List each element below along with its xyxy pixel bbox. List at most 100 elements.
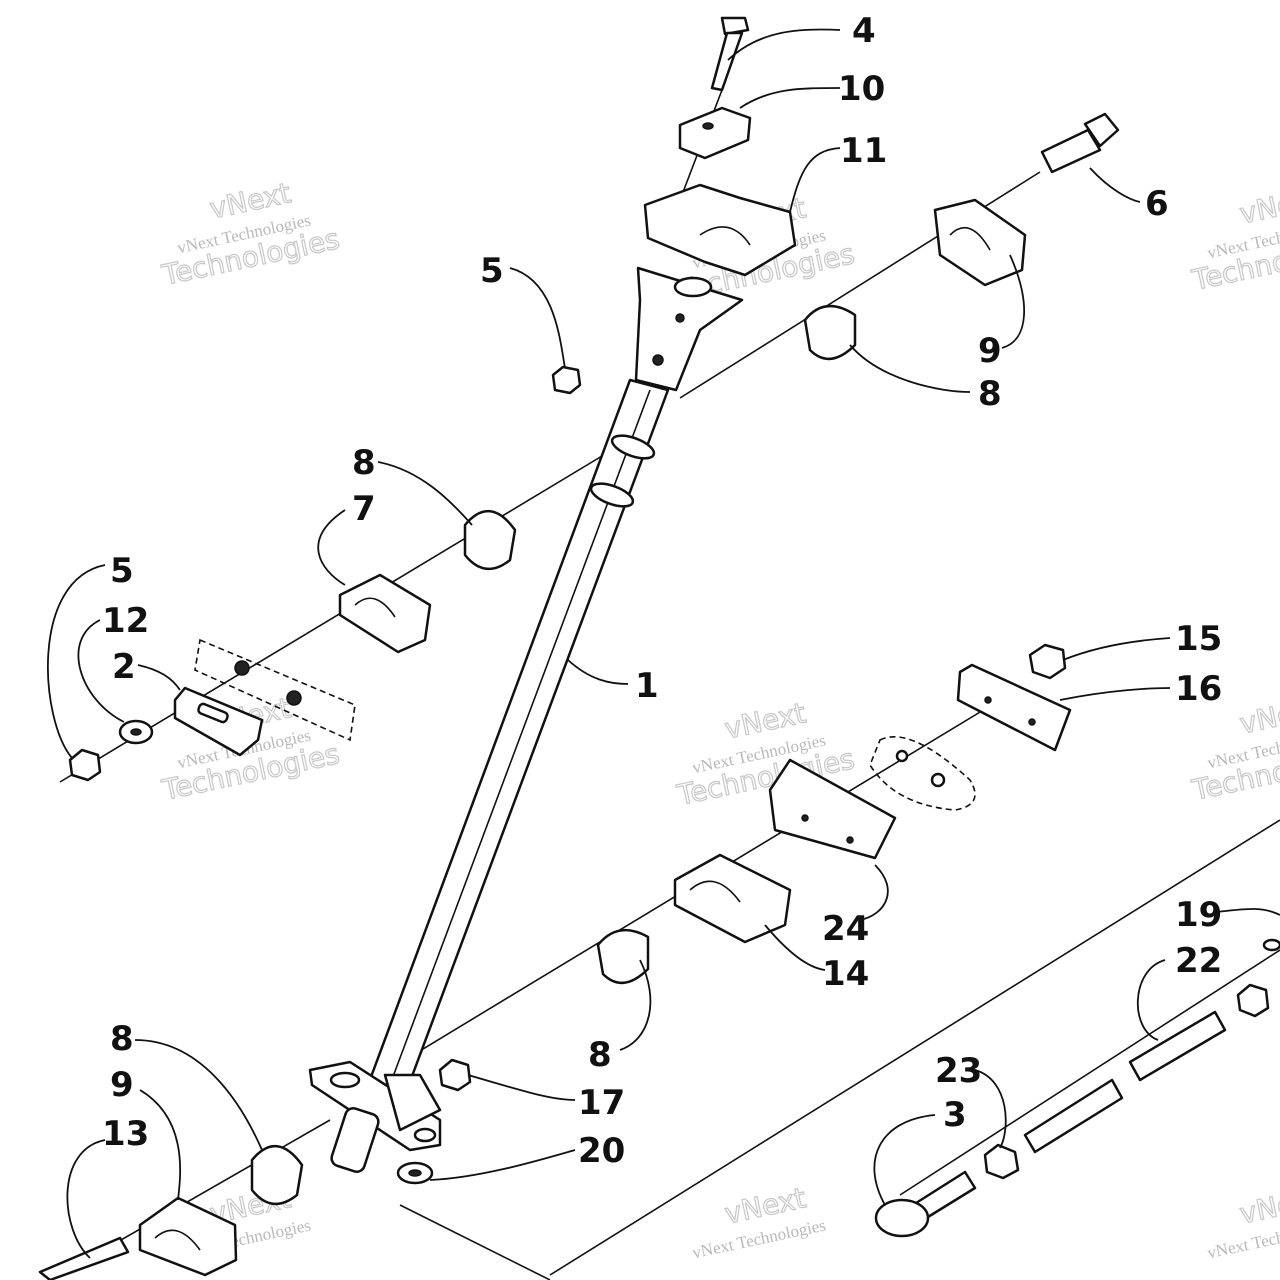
callout-8-left: 8 — [352, 443, 376, 483]
bushing-part-8-upper-right[interactable] — [803, 305, 857, 360]
bearing-cap-part-9[interactable] — [933, 198, 1027, 287]
washer-part-20[interactable] — [396, 1161, 434, 1185]
callout-12: 12 — [102, 601, 149, 641]
plate-hole — [286, 690, 302, 706]
backing-plate-body — [956, 663, 1072, 752]
steering-arm-slot — [197, 702, 229, 724]
shaft-highlight — [387, 389, 651, 1091]
bracket-hole — [652, 354, 664, 366]
callout-10: 10 — [838, 69, 885, 109]
flange-hole — [329, 1071, 361, 1089]
bushing-part-8-upper-left[interactable] — [463, 509, 517, 570]
plate-hole — [801, 814, 809, 822]
tab-hole — [895, 749, 909, 763]
cap-screw-part-6[interactable] — [1040, 112, 1120, 174]
backing-plate-part-16[interactable] — [956, 663, 1072, 752]
callout-labels: 4 10 11 6 5 9 8 8 7 5 12 2 1 15 16 24 14… — [102, 11, 1222, 1171]
cotter-ring — [1262, 938, 1280, 952]
callout-19: 19 — [1175, 895, 1222, 935]
bearing-cap-part-7[interactable] — [338, 573, 432, 654]
callout-23: 23 — [935, 1051, 982, 1091]
mounting-plate-outline — [194, 638, 356, 742]
callout-22: 22 — [1175, 941, 1222, 981]
washer-part-12[interactable] — [118, 719, 154, 745]
clamp-cap-body — [678, 106, 752, 160]
lock-nut-part-5-left[interactable] — [68, 748, 102, 782]
callout-16: 16 — [1175, 669, 1222, 709]
leader-4 — [727, 28, 841, 61]
callout-13: 13 — [102, 1114, 149, 1154]
leader-15 — [1062, 637, 1171, 661]
cap-screw-part-4[interactable] — [710, 16, 750, 92]
leader-17 — [467, 1074, 576, 1101]
callout-7: 7 — [352, 489, 376, 529]
handlebar-block-body — [643, 183, 797, 277]
callout-3: 3 — [943, 1095, 967, 1135]
leader-19 — [1214, 908, 1280, 916]
axis-tie-rod — [899, 949, 1280, 1196]
callout-2: 2 — [112, 647, 136, 687]
callout-4: 4 — [852, 11, 876, 51]
handlebar-saddle — [699, 226, 751, 246]
tie-rod-sleeve — [1023, 1078, 1124, 1154]
upper-mount-hole — [673, 276, 713, 298]
leader-2 — [137, 664, 181, 691]
screw-head — [1083, 112, 1120, 148]
tie-rod-bar — [1128, 1010, 1227, 1082]
leader-22 — [1136, 959, 1166, 1041]
washer-hole — [130, 728, 142, 736]
bearing-cap-part-9-lower[interactable] — [138, 1196, 238, 1277]
leader-23 — [974, 1069, 1007, 1149]
callout-8-upper: 8 — [978, 374, 1002, 414]
leader-7 — [317, 509, 346, 586]
leader-lines — [47, 28, 1280, 1259]
tab-outline — [869, 736, 976, 811]
bearing-cap-saddle — [949, 226, 991, 251]
lock-nut-body — [551, 365, 582, 395]
cap-screw-part-13[interactable] — [38, 1236, 130, 1280]
nut-part-19[interactable] — [1236, 938, 1280, 1018]
leader-5-upper — [509, 267, 566, 369]
leader-8-lower — [134, 1039, 263, 1151]
leader-9-upper — [1001, 254, 1026, 349]
lock-nut-body — [68, 748, 102, 782]
nut-part-15[interactable] — [1028, 643, 1067, 680]
tie-rod-end-part-3[interactable] — [874, 1170, 977, 1238]
leader-3 — [873, 1114, 936, 1206]
nut-part-17[interactable] — [438, 1058, 472, 1092]
screw-shank — [38, 1236, 130, 1280]
nut-body — [1028, 643, 1067, 680]
bracket-hole — [675, 313, 685, 323]
callout-5-upper: 5 — [480, 251, 504, 291]
nut-body — [1236, 983, 1270, 1018]
lock-nut-part-5-upper[interactable] — [551, 365, 582, 395]
shaft-collar-upper — [610, 434, 656, 460]
leader-10 — [739, 87, 841, 109]
callout-11: 11 — [840, 131, 887, 171]
steering-post-part-1[interactable] — [308, 266, 744, 1174]
bearing-cap-body — [673, 853, 792, 944]
callout-14: 14 — [822, 954, 869, 994]
bushing-part-8-lower-left[interactable] — [250, 1144, 304, 1205]
leader-5-left — [47, 564, 106, 759]
tie-rod-part-22[interactable] — [1023, 1010, 1227, 1154]
flange-hole — [413, 1127, 437, 1143]
watermark-vnext: vNext — [1237, 691, 1280, 740]
leader-6 — [1089, 167, 1141, 203]
bearing-cap-saddle — [354, 597, 396, 618]
watermark-vnext: vNext — [1237, 181, 1280, 230]
jam-nut-part-23[interactable] — [983, 1143, 1020, 1180]
tie-rod-ball-joint — [874, 1198, 930, 1238]
frame-line-left — [399, 1204, 551, 1280]
bushing-part-8-middle[interactable] — [596, 928, 650, 984]
bearing-cap-part-14[interactable] — [673, 853, 792, 944]
callout-6: 6 — [1145, 184, 1169, 224]
clamp-cap-part-10[interactable] — [678, 106, 752, 160]
callout-17: 17 — [578, 1083, 625, 1123]
bearing-cap-saddle — [154, 1229, 201, 1251]
handlebar-block-part-11[interactable] — [643, 183, 797, 277]
spacer-plate-part-24[interactable] — [768, 758, 897, 860]
leader-24 — [859, 864, 889, 921]
steering-arm-plate-part-2[interactable] — [173, 638, 356, 757]
